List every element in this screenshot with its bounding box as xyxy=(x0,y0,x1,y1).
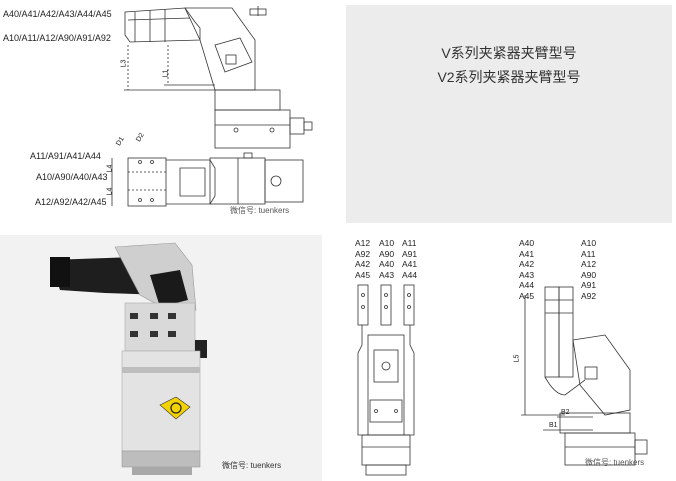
clamp-photo-panel: 微信号: tuenkers xyxy=(0,235,322,481)
series-title-v: V系列夹紧器夹臂型号 xyxy=(441,45,577,61)
clamp-side-view-drawing-2 xyxy=(521,286,648,466)
arm-label-top-2: A10/A11/A12/A90/A91/A92 xyxy=(3,33,111,43)
watermark-top: 微信号: tuenkers xyxy=(230,206,290,215)
arm-label-bottom-3: A12/A92/A42/A45 xyxy=(35,197,107,207)
top-left-drawing-panel: A40/A41/A42/A43/A44/A45 A10/A11/A12/A90/… xyxy=(0,0,340,225)
clamp-side-view-drawing xyxy=(111,6,313,207)
clamp-photo xyxy=(50,242,207,475)
series-title-panel: V系列夹紧器夹臂型号 V2系列夹紧器夹臂型号 xyxy=(346,5,672,223)
watermark-photo: 微信号: tuenkers xyxy=(222,461,282,470)
clamp-front-view-drawing xyxy=(357,284,415,476)
arm-label-bottom-1: A11/A91/A41/A44 xyxy=(30,151,101,161)
series-title-v2: V2系列夹紧器夹臂型号 xyxy=(437,69,581,85)
dim-b1: B1 xyxy=(549,422,558,429)
watermark-side: 微信号: tuenkers xyxy=(585,458,645,467)
arm-label-bottom-2: A10/A90/A40/A43 xyxy=(36,172,108,182)
arm-label-top-1: A40/A41/A42/A43/A44/A45 xyxy=(3,9,112,19)
dim-b2: B2 xyxy=(561,409,570,416)
